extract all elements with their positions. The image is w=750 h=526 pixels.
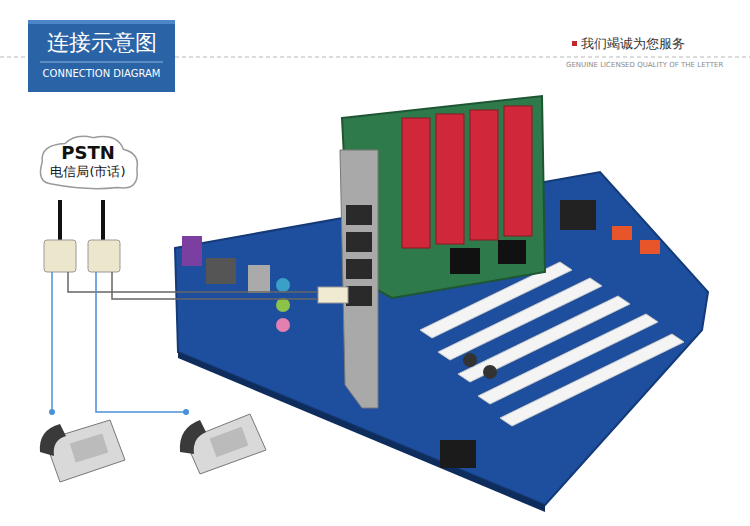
io-port xyxy=(182,236,202,266)
fxo-modules xyxy=(402,106,532,248)
banner-top xyxy=(28,20,175,24)
title-banner xyxy=(28,20,175,92)
chip xyxy=(440,440,476,468)
antenna xyxy=(101,200,105,242)
card-chip xyxy=(450,248,480,274)
banner-divider xyxy=(40,62,163,63)
audio-jack xyxy=(276,318,290,332)
node-heading: PSTN xyxy=(33,130,143,164)
rj11-ports xyxy=(346,205,372,306)
io-port xyxy=(206,258,236,284)
line-splitter xyxy=(44,240,76,272)
telephone xyxy=(40,420,125,482)
capacitor xyxy=(463,353,477,367)
wire-dot xyxy=(49,409,55,415)
sata-port xyxy=(612,226,632,240)
slogan-subtitle: GENUINE LICENSED QUALITY OF THE LETTER xyxy=(566,61,723,70)
line-splitter xyxy=(88,240,120,272)
audio-jack xyxy=(276,278,290,292)
phone-wire xyxy=(112,272,318,299)
phone-wire xyxy=(96,272,186,412)
sata-port xyxy=(640,240,660,254)
card-bracket xyxy=(340,150,378,408)
title-subtitle: CONNECTION DIAGRAM xyxy=(28,67,175,81)
node-subtext: 电信局(市话) xyxy=(33,164,143,180)
diagram-title: 连接示意图 xyxy=(28,30,175,56)
service-slogan: 我们竭诚为您服务 xyxy=(581,36,685,52)
wire-dot xyxy=(183,409,189,415)
capacitor xyxy=(483,365,497,379)
card-chip xyxy=(498,240,526,264)
rj11-plug xyxy=(318,287,348,303)
telephone xyxy=(180,414,266,474)
antenna xyxy=(58,200,62,242)
audio-jack xyxy=(276,298,290,312)
phone-wire xyxy=(51,272,53,412)
io-port xyxy=(248,265,270,293)
heatsink xyxy=(560,200,596,230)
red-square xyxy=(572,41,577,46)
pstn-cloud: PSTN电信局(市话) xyxy=(33,130,143,194)
phone-wire xyxy=(68,272,318,292)
